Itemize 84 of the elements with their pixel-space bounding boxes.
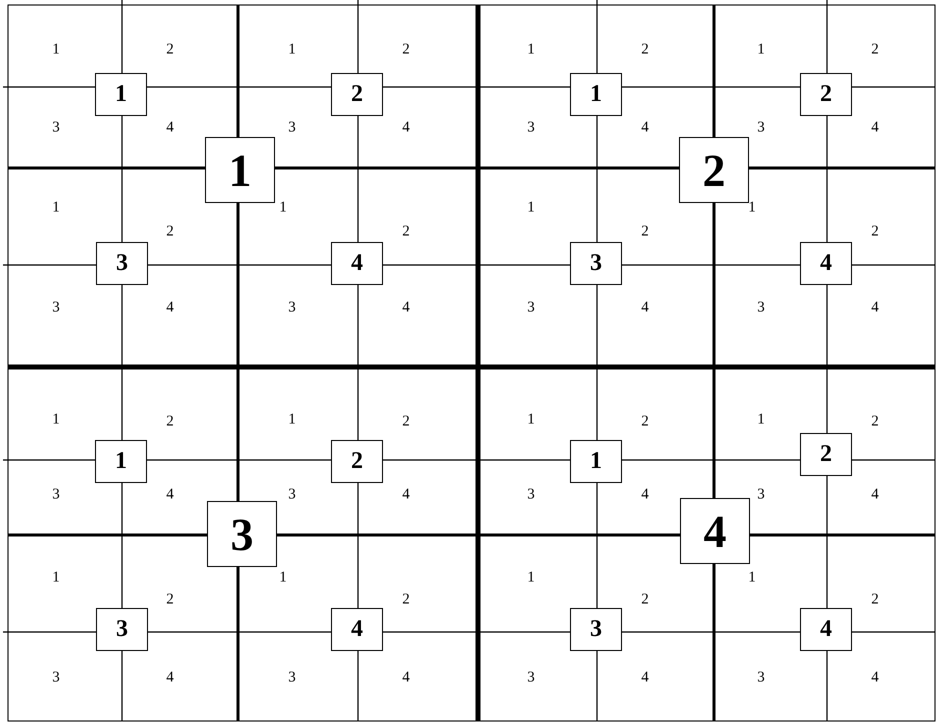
quadrant-number: 2: [166, 42, 174, 58]
quadrant-number: 4: [166, 488, 174, 502]
cell-box: 1: [95, 72, 147, 116]
quadrant-number: 2: [166, 224, 174, 240]
quadrant-number: 3: [52, 120, 60, 136]
quadrant-number: 4: [641, 120, 649, 136]
quadrant-number: 2: [402, 592, 410, 608]
quadrant-number: 4: [871, 120, 879, 136]
quadrant-number: 1: [279, 570, 287, 586]
quadrant-number: 3: [527, 670, 535, 686]
quadrant-box: 2: [679, 137, 749, 203]
quadrant-number: 4: [641, 670, 649, 686]
quadrant-number: 4: [402, 120, 410, 136]
quadrant-number: 3: [757, 670, 765, 686]
cell-box: 1: [95, 440, 147, 482]
cell-box: 2: [331, 72, 383, 116]
cell-box: 2: [800, 432, 852, 476]
quadrant-number: 4: [641, 488, 649, 502]
quadrant-number: 4: [166, 670, 174, 686]
quadrant-box: 1: [205, 137, 275, 203]
quadrant-number: 2: [871, 592, 879, 608]
quadrant-number: 1: [288, 412, 296, 428]
cell-box: 4: [800, 608, 852, 650]
quadrant-number: 2: [871, 42, 879, 58]
quadrant-number: 3: [757, 300, 765, 316]
quadrant-number: 4: [871, 300, 879, 316]
quadrant-number: 1: [527, 412, 535, 428]
quadrant-number: 1: [757, 412, 765, 428]
quadrant-number: 1: [748, 570, 756, 586]
cell-box: 3: [570, 608, 622, 650]
quadrant-number: 1: [288, 42, 296, 58]
quadrant-number: 2: [641, 42, 649, 58]
quadrant-number: 3: [757, 488, 765, 502]
quadrant-number: 1: [52, 412, 60, 428]
quadrant-number: 3: [527, 488, 535, 502]
quadrant-number: 4: [641, 300, 649, 316]
quadrant-number: 3: [52, 670, 60, 686]
cell-box: 4: [331, 242, 383, 284]
quadrant-box: 4: [680, 498, 750, 564]
quadrant-number: 3: [288, 670, 296, 686]
quadrant-number: 1: [52, 570, 60, 586]
quadrant-number: 1: [527, 200, 535, 216]
quadrant-box: 3: [207, 501, 277, 567]
cell-box: 4: [800, 242, 852, 284]
quadrant-number: 2: [402, 414, 410, 430]
quadrant-number: 2: [402, 42, 410, 58]
quadrant-number: 3: [288, 300, 296, 316]
quadrant-number: 3: [288, 120, 296, 136]
quadrant-number: 4: [871, 670, 879, 686]
quadrant-number: 1: [527, 42, 535, 58]
quadrant-number: 3: [52, 488, 60, 502]
quadrant-number: 4: [402, 300, 410, 316]
quadrant-number: 1: [52, 42, 60, 58]
cell-box: 3: [570, 242, 622, 284]
quadrant-number: 2: [166, 414, 174, 430]
quadrant-number: 3: [757, 120, 765, 136]
quadrant-number: 2: [871, 224, 879, 240]
quadrant-number: 4: [402, 488, 410, 502]
cell-box: 1: [570, 72, 622, 116]
quadrant-number: 2: [402, 224, 410, 240]
cell-box: 2: [331, 440, 383, 482]
quadrant-number: 3: [527, 300, 535, 316]
quadrant-number: 3: [527, 120, 535, 136]
quadrant-number: 4: [871, 488, 879, 502]
quadrant-number: 2: [641, 592, 649, 608]
quadrant-number: 1: [757, 42, 765, 58]
cell-box: 3: [96, 242, 148, 284]
quadrant-number: 3: [288, 488, 296, 502]
quadrant-number: 2: [641, 224, 649, 240]
cell-box: 4: [331, 608, 383, 650]
cell-box: 3: [96, 608, 148, 650]
quadrant-number: 2: [166, 592, 174, 608]
quadrant-number: 2: [871, 414, 879, 430]
quadrant-number: 3: [52, 300, 60, 316]
quadrant-number: 4: [166, 120, 174, 136]
quadrant-number: 4: [166, 300, 174, 316]
cell-box: 1: [570, 440, 622, 482]
quadrant-number: 1: [279, 200, 287, 216]
quadrant-number: 2: [641, 414, 649, 430]
quadrant-number: 1: [748, 200, 756, 216]
cell-box: 2: [800, 72, 852, 116]
quadrant-number: 1: [52, 200, 60, 216]
quadrant-number: 1: [527, 570, 535, 586]
quadrant-number: 4: [402, 670, 410, 686]
